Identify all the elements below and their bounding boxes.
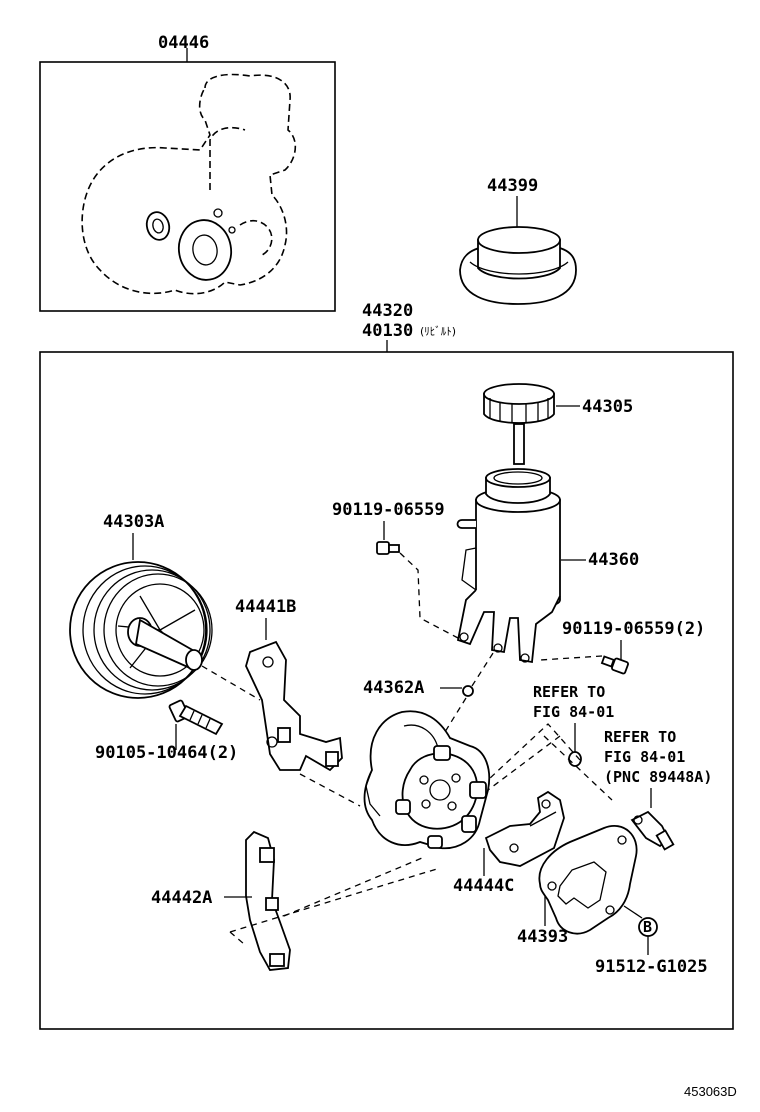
bracket-44441B xyxy=(245,640,343,772)
kit-bushing xyxy=(177,208,236,281)
bolt-90105-10464 xyxy=(168,699,224,736)
label-04446[interactable]: 04446 xyxy=(158,33,209,53)
label-44362A[interactable]: 44362A xyxy=(363,678,424,698)
refer2-line3[interactable]: (PNC 89448A) xyxy=(604,768,712,786)
label-44444C[interactable]: 44444C xyxy=(453,876,514,896)
bolt-90119-06559 xyxy=(376,541,400,555)
label-91512-G1025[interactable]: 91512-G1025 xyxy=(595,957,708,977)
label-44303A[interactable]: 44303A xyxy=(103,512,164,532)
gasket-44393 xyxy=(538,825,638,935)
pulley-44303A xyxy=(69,561,213,699)
label-44441B[interactable]: 44441B xyxy=(235,597,296,617)
label-40130-note: (ﾘﾋﾞﾙﾄ) xyxy=(420,325,456,338)
reservoir-cap-44305 xyxy=(483,383,555,465)
refer1-line1[interactable]: REFER TO xyxy=(533,683,605,701)
label-44305[interactable]: 44305 xyxy=(582,397,633,417)
refer2-line1[interactable]: REFER TO xyxy=(604,728,676,746)
label-90105-10464-2[interactable]: 90105-10464(2) xyxy=(95,743,238,763)
marker-b[interactable]: B xyxy=(643,918,652,936)
oring-44362A xyxy=(462,685,474,697)
label-44320[interactable]: 44320 xyxy=(362,301,413,321)
assembly-box xyxy=(39,351,734,1030)
bracket-44442A xyxy=(245,830,291,971)
label-40130[interactable]: 40130 xyxy=(362,321,413,341)
label-90119-06559-2[interactable]: 90119-06559(2) xyxy=(562,619,705,639)
label-90119-06559[interactable]: 90119-06559 xyxy=(332,500,445,520)
label-44393[interactable]: 44393 xyxy=(517,927,568,947)
refer2-line2[interactable]: FIG 84-01 xyxy=(604,748,685,766)
bolt-90119-06559-2 xyxy=(600,655,629,675)
label-44399[interactable]: 44399 xyxy=(487,176,538,196)
pump-body xyxy=(363,710,491,850)
sensor-89448A xyxy=(630,810,675,851)
bracket-44444C xyxy=(484,790,565,867)
pump-kit-ghost-outline xyxy=(81,73,297,295)
label-44360[interactable]: 44360 xyxy=(588,550,639,570)
cap-44399 xyxy=(459,226,577,305)
figure-id: 453063D xyxy=(684,1084,737,1099)
label-44442A[interactable]: 44442A xyxy=(151,888,212,908)
kit-seal-ring xyxy=(145,211,171,241)
refer1-line2[interactable]: FIG 84-01 xyxy=(533,703,614,721)
reservoir-44360 xyxy=(456,468,561,664)
